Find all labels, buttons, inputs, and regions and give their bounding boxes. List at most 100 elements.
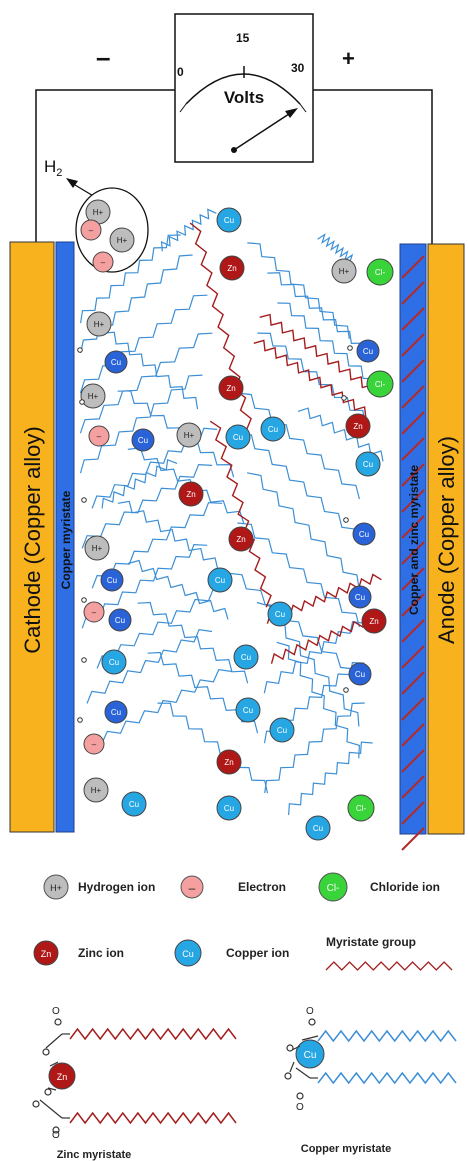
anode-label: Anode (Copper alloy) <box>434 436 459 644</box>
svg-text:H+: H+ <box>184 431 195 440</box>
hydrogen-ion: H+ <box>85 536 109 560</box>
tick-label-15: 15 <box>236 31 250 45</box>
svg-text:Cu: Cu <box>224 216 234 225</box>
cathode-layer-label: Copper myristate <box>59 490 73 589</box>
cathode-label: Cathode (Copper alloy) <box>20 426 45 653</box>
svg-text:Zn: Zn <box>227 264 236 273</box>
zinc-ion: Zn <box>346 414 370 438</box>
svg-text:H+: H+ <box>94 320 105 329</box>
copper-myristate-chain <box>277 642 360 758</box>
svg-text:–: – <box>101 258 106 267</box>
zinc-myristate-chain <box>190 223 251 431</box>
hydrogen-ion: H+ <box>177 423 201 447</box>
copper-myristate-chain <box>247 473 359 589</box>
copper-myristate-chain <box>237 523 359 627</box>
copper-ion: Cu <box>102 650 126 674</box>
svg-text:Cu: Cu <box>224 804 234 813</box>
svg-text:–: – <box>97 432 102 441</box>
legend-myristate: Myristate group <box>326 935 452 970</box>
zinc-ion: Zn <box>220 256 244 280</box>
svg-text:Zn: Zn <box>369 617 378 626</box>
myristate-chains <box>80 209 385 815</box>
copper-ion: Cu <box>226 425 250 449</box>
legend-zinc-label: Zinc ion <box>78 946 124 960</box>
legend-electron-label: Electron <box>238 880 286 894</box>
copper-ion: Cu <box>270 718 294 742</box>
oxygen-atom <box>344 688 349 693</box>
electron-ion: – <box>93 252 113 272</box>
copper-ion: Cu <box>356 452 380 476</box>
copper-myristate-chain <box>247 243 349 339</box>
legend-hydrogen-label: Hydrogen ion <box>78 880 155 894</box>
legend-chloride-label: Chloride ion <box>370 880 440 894</box>
electron-ion: – <box>81 220 101 240</box>
svg-text:H+: H+ <box>88 392 99 401</box>
svg-text:Cl-: Cl- <box>375 380 386 389</box>
svg-text:Cu: Cu <box>107 576 117 585</box>
copper-myristate-chain <box>267 273 365 355</box>
voltmeter: Volts 0 15 30 <box>175 14 313 162</box>
svg-text:Cu: Cu <box>215 576 225 585</box>
svg-text:Cu: Cu <box>355 593 365 602</box>
svg-text:Cu: Cu <box>355 670 365 679</box>
copper-ion: Cu <box>105 701 127 723</box>
oxygen-atom <box>55 1019 61 1025</box>
copper-ion: Cu <box>349 663 371 685</box>
svg-text:Zn: Zn <box>186 490 195 499</box>
copper-ion: Cu <box>101 569 123 591</box>
svg-text:Zn: Zn <box>224 758 233 767</box>
legend-myristate-label: Myristate group <box>326 935 416 949</box>
svg-text:Cu: Cu <box>138 436 148 445</box>
oxygen-label: O <box>306 1006 314 1017</box>
oxygen-atom <box>33 1101 39 1107</box>
legend-copper: Cu Copper ion <box>175 940 289 966</box>
copper-ion: Cu <box>353 523 375 545</box>
svg-text:Cu: Cu <box>268 425 278 434</box>
svg-text:Cl-: Cl- <box>356 804 367 813</box>
oxygen-atom <box>82 658 87 663</box>
hydrogen-ion: H+ <box>87 312 111 336</box>
copper-myristate-chain <box>102 460 177 509</box>
copper-ion: Cu <box>306 816 330 840</box>
oxygen-atom <box>82 598 87 603</box>
oxygen-atom <box>344 518 349 523</box>
copper-ion: Cu <box>217 796 241 820</box>
oxygen-atom <box>78 348 83 353</box>
needle-pivot <box>231 147 237 153</box>
svg-text:Cu: Cu <box>111 708 121 717</box>
svg-text:Cu: Cu <box>241 653 251 662</box>
oxygen-label: O <box>296 1102 304 1113</box>
chloride-ion: Cl- <box>367 371 393 397</box>
svg-text:Cu: Cu <box>129 800 139 809</box>
zinc-myristate-label: Zinc myristate <box>57 1149 132 1161</box>
copper-ion: Cu <box>208 568 232 592</box>
zinc-ion: Zn <box>362 609 386 633</box>
svg-text:Zn: Zn <box>236 535 245 544</box>
copper-struct-chain-top <box>318 1031 456 1041</box>
svg-text:Cu: Cu <box>111 358 121 367</box>
svg-text:–: – <box>92 740 97 749</box>
bond <box>46 1034 62 1048</box>
svg-text:Zn: Zn <box>226 384 235 393</box>
bond <box>40 1100 62 1118</box>
legend-hydrogen: H+ Hydrogen ion <box>44 875 155 899</box>
copper-myristate-chain <box>162 209 217 251</box>
copper-ion: Cu <box>261 417 285 441</box>
svg-text:H+: H+ <box>117 236 128 245</box>
chloride-ion: Cl- <box>367 259 393 285</box>
copper-ion: Cu <box>109 609 131 631</box>
oxygen-atom <box>82 498 87 503</box>
copper-struct-symbol: Cu <box>304 1050 317 1061</box>
oxygen-atom <box>285 1073 291 1079</box>
chloride-ion: Cl- <box>348 795 374 821</box>
electron-ion: – <box>84 602 104 622</box>
svg-text:Cu: Cu <box>313 824 323 833</box>
copper-ion: Cu <box>217 208 241 232</box>
svg-text:H+: H+ <box>93 208 104 217</box>
svg-text:Cu: Cu <box>277 726 287 735</box>
copper-myristate-chain <box>237 433 359 543</box>
svg-text:Cu: Cu <box>275 610 285 619</box>
oxygen-atom <box>78 718 83 723</box>
copper-ion: Cu <box>122 792 146 816</box>
